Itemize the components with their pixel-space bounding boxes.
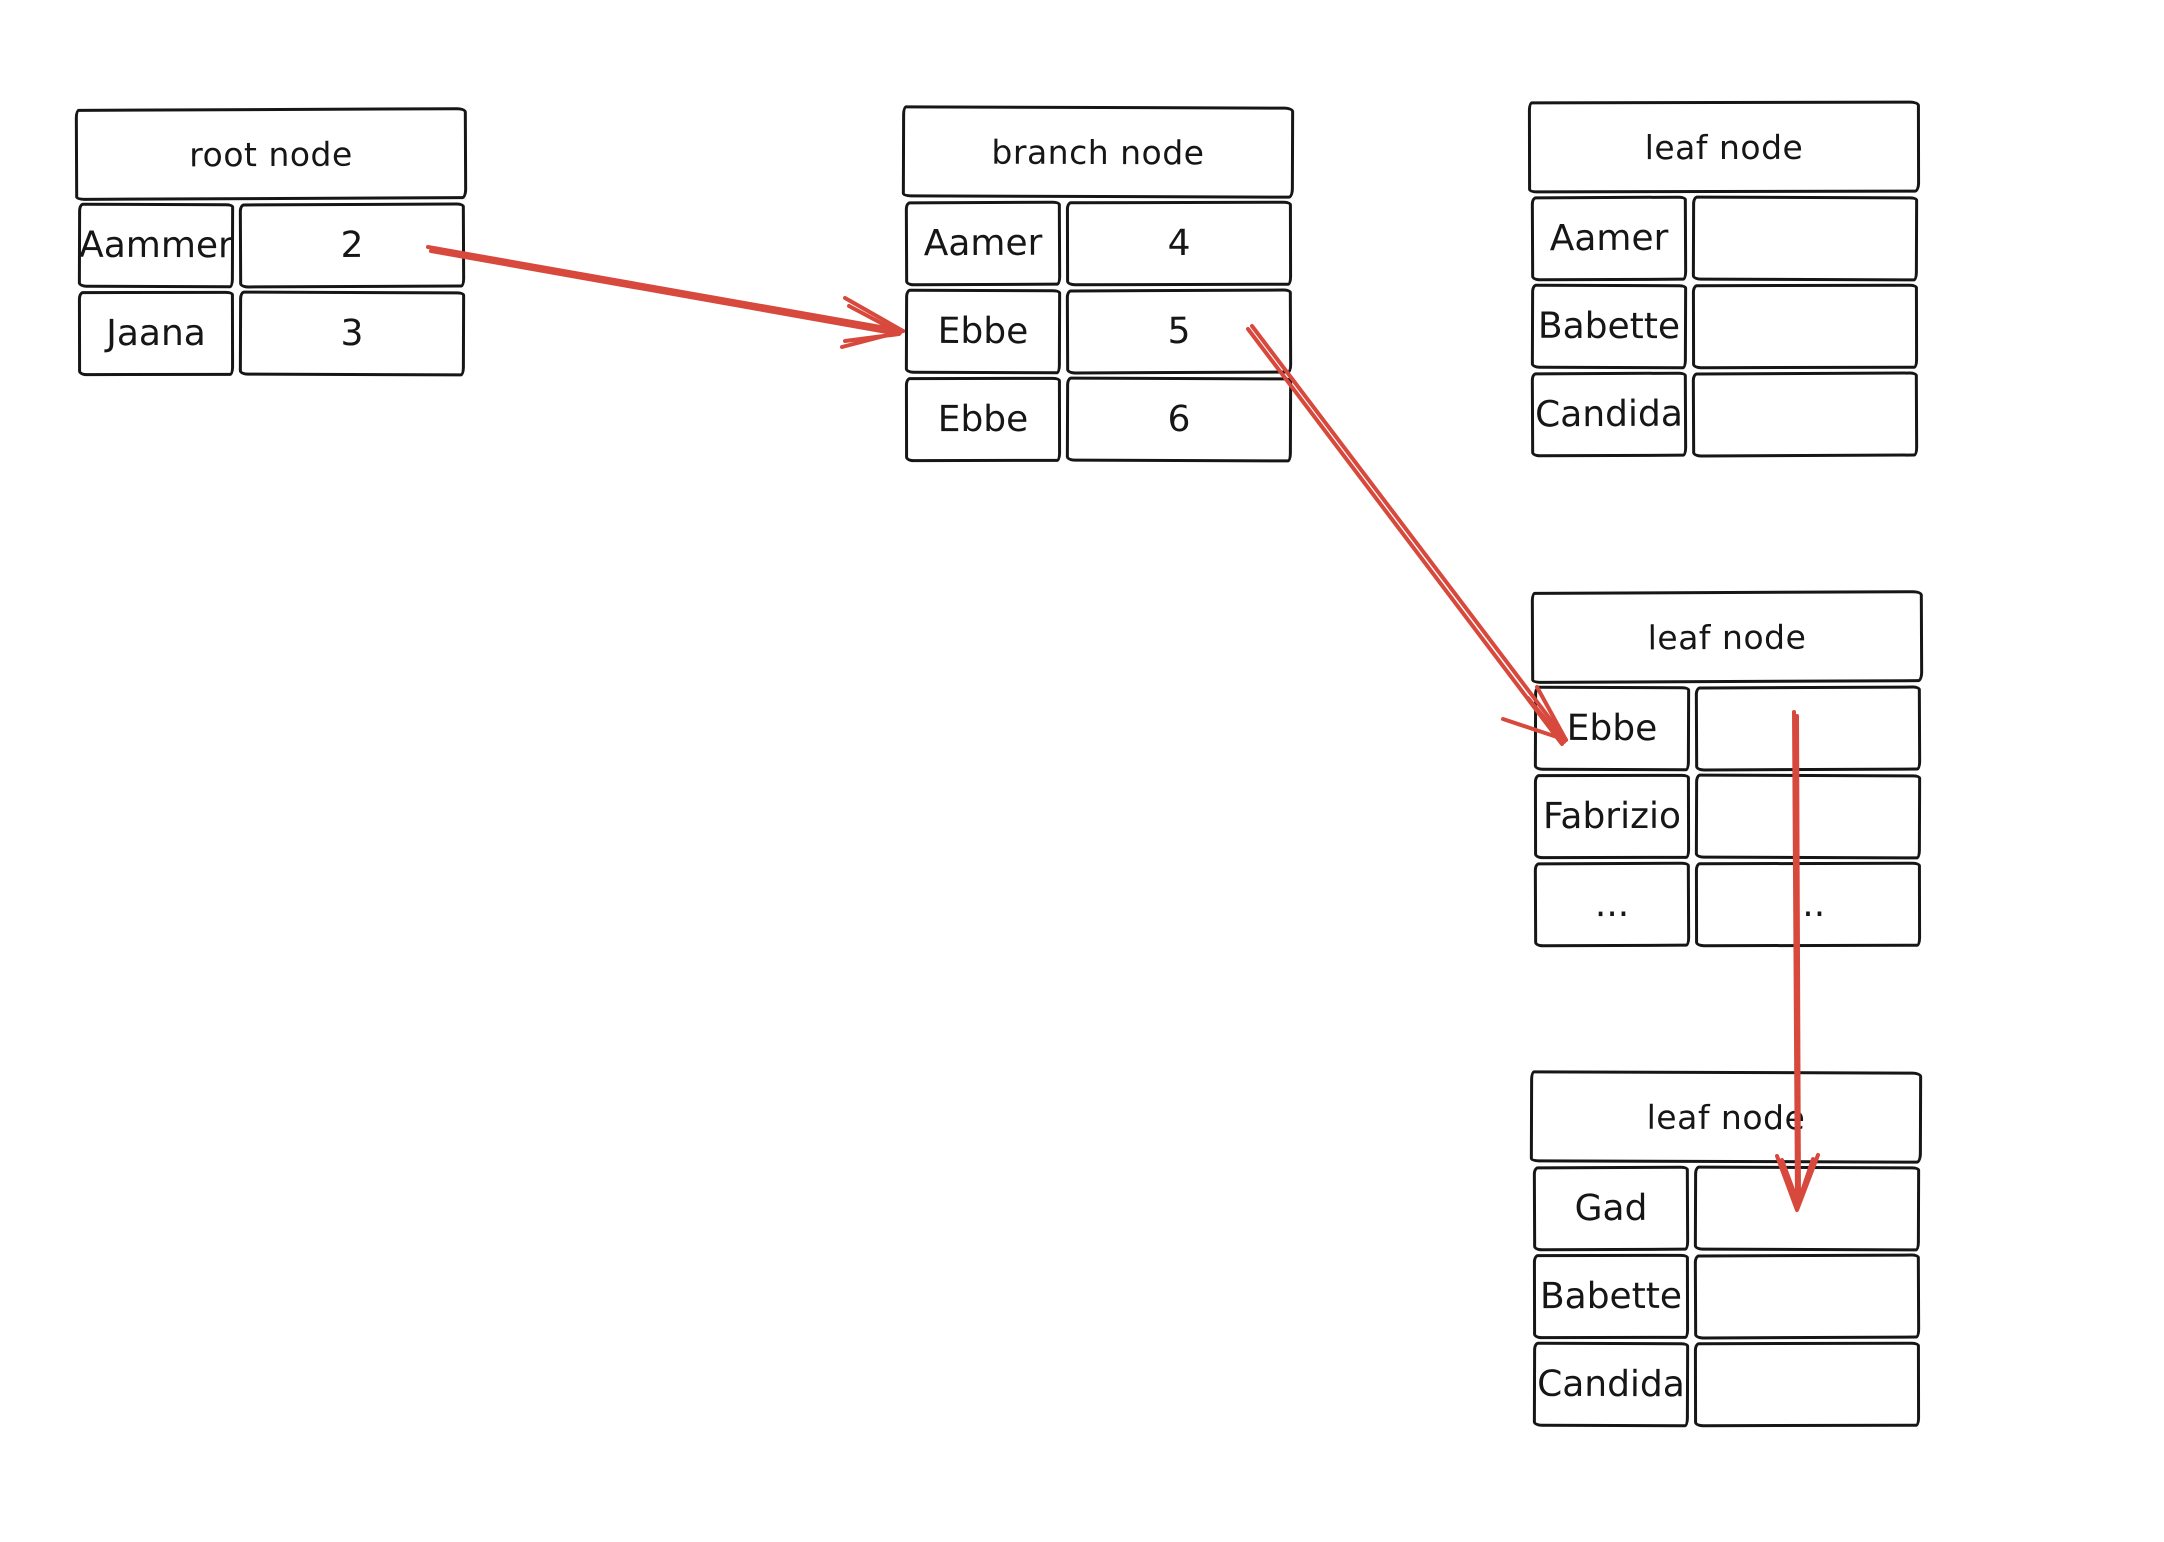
table-row: Babette [1532, 1253, 1922, 1340]
arrow-branch-5-to-leaf-ebbe [1246, 324, 1568, 746]
value-cell [1691, 283, 1919, 370]
node-title: leaf node [1527, 100, 1921, 194]
value-cell: 5 [1065, 288, 1293, 375]
branch-node-table: branch node Aamer 4 Ebbe 5 Ebbe 6 [901, 105, 1295, 463]
key-cell: Ebbe [1533, 685, 1691, 772]
value-cell [1691, 371, 1919, 458]
node-title: root node [74, 107, 468, 201]
value-cell: ... [1694, 861, 1922, 948]
table-row: Candida [1530, 371, 1920, 458]
value-cell [1693, 1165, 1921, 1252]
table-row: Aammer 2 [77, 202, 467, 289]
key-cell: ... [1533, 861, 1691, 948]
table-row: Aamer [1530, 195, 1920, 282]
key-cell: Candida [1532, 1341, 1690, 1428]
value-cell: 3 [238, 290, 466, 377]
key-cell: Aamer [1530, 195, 1688, 282]
value-cell [1694, 685, 1922, 772]
node-title: leaf node [1530, 590, 1924, 684]
key-cell: Aamer [904, 200, 1062, 287]
table-row: Ebbe [1533, 685, 1923, 772]
table-row: Aamer 4 [904, 200, 1294, 287]
key-cell: Ebbe [904, 376, 1062, 463]
table-row: Babette [1530, 283, 1920, 370]
value-cell [1693, 1341, 1921, 1428]
table-row: Fabrizio [1533, 773, 1923, 860]
key-cell: Aammer [77, 202, 235, 289]
value-cell: 4 [1065, 200, 1293, 287]
leaf-node-top-table: leaf node Aamer Babette Candida [1527, 100, 1921, 458]
key-cell: Jaana [77, 290, 235, 377]
node-title: branch node [901, 105, 1295, 199]
value-cell: 2 [238, 202, 466, 289]
root-node-table: root node Aammer 2 Jaana 3 [74, 107, 468, 377]
table-row: Ebbe 6 [904, 376, 1294, 463]
node-title: leaf node [1529, 1070, 1923, 1164]
value-cell [1693, 1253, 1921, 1340]
leaf-node-middle-table: leaf node Ebbe Fabrizio ... ... [1530, 590, 1924, 948]
key-cell: Candida [1530, 371, 1688, 458]
key-cell: Babette [1532, 1253, 1690, 1340]
table-row: Ebbe 5 [904, 288, 1294, 375]
table-row: Gad [1532, 1165, 1922, 1252]
value-cell [1691, 195, 1919, 282]
table-row: Candida [1532, 1341, 1922, 1428]
table-row: ... ... [1533, 861, 1923, 948]
key-cell: Ebbe [904, 288, 1062, 375]
key-cell: Babette [1530, 283, 1688, 370]
arrow-root-2-to-branch-ebbe [426, 245, 905, 349]
table-row: Jaana 3 [77, 290, 467, 377]
value-cell: 6 [1065, 376, 1293, 463]
key-cell: Fabrizio [1533, 773, 1691, 860]
key-cell: Gad [1532, 1165, 1690, 1252]
leaf-node-bottom-table: leaf node Gad Babette Candida [1529, 1070, 1923, 1428]
value-cell [1694, 773, 1922, 860]
